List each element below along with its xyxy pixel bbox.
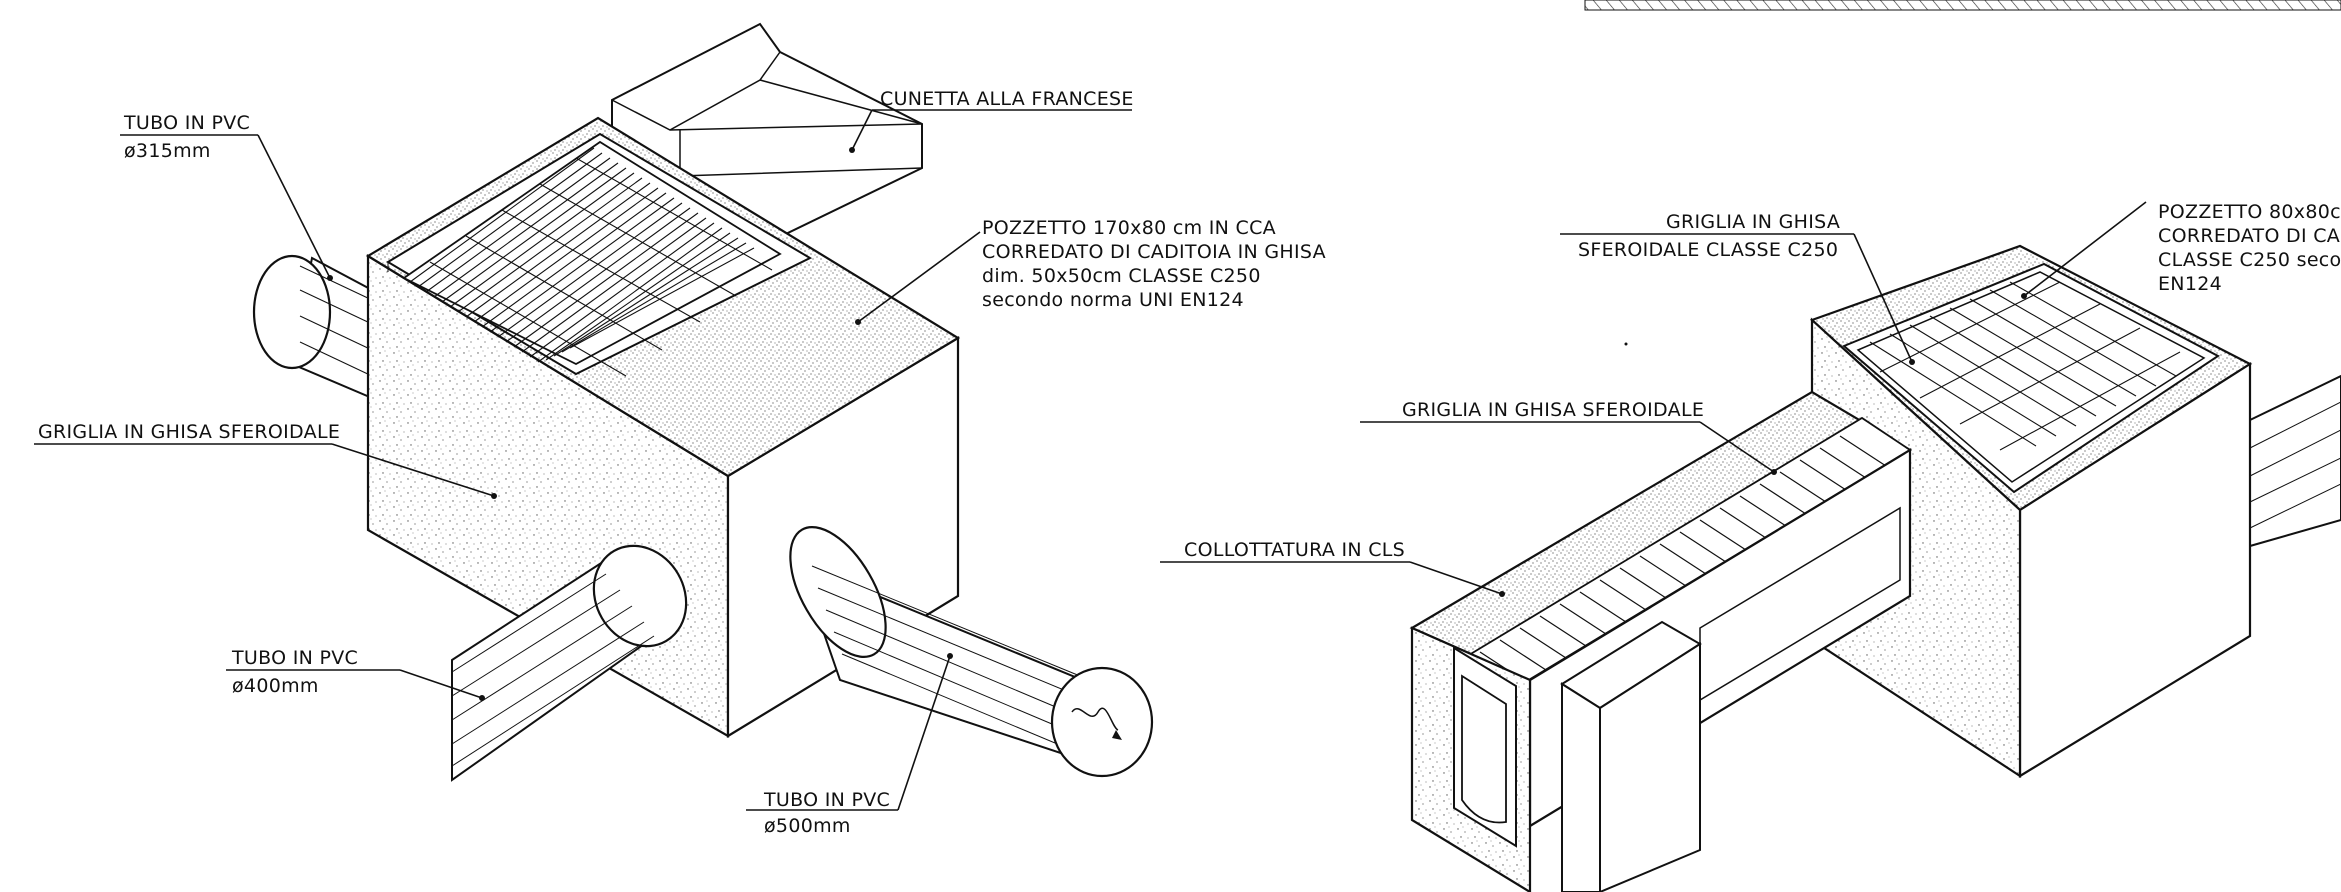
label-griglia-right: GRIGLIA IN GHISA SFEROIDALE bbox=[1360, 399, 1777, 475]
tubo-400-line2: ø400mm bbox=[232, 675, 319, 697]
griglia-right-label: GRIGLIA IN GHISA SFEROIDALE bbox=[1402, 399, 1704, 421]
collottatura-label: COLLOTTATURA IN CLS bbox=[1184, 539, 1405, 561]
label-tubo-400: TUBO IN PVC ø400mm bbox=[226, 647, 485, 701]
channel-and-pozzetto bbox=[1409, 244, 2341, 892]
label-tubo-500: TUBO IN PVC ø500mm bbox=[746, 653, 953, 837]
label-collottatura: COLLOTTATURA IN CLS bbox=[1160, 539, 1505, 597]
tubo-315-line1: TUBO IN PVC bbox=[123, 112, 250, 134]
label-griglia-classe: GRIGLIA IN GHISA SFEROIDALE CLASSE C250 bbox=[1560, 211, 1915, 365]
tubo-500-line2: ø500mm bbox=[764, 815, 851, 837]
pozzetto-170-line4: secondo norma UNI EN124 bbox=[982, 289, 1244, 311]
pozzetto-170-line1: POZZETTO 170x80 cm IN CCA bbox=[982, 217, 1276, 239]
tubo-500-line1: TUBO IN PVC bbox=[763, 789, 890, 811]
griglia-classe-line2: SFEROIDALE CLASSE C250 bbox=[1578, 239, 1838, 261]
label-griglia-left: GRIGLIA IN GHISA SFEROIDALE bbox=[34, 421, 497, 499]
cunetta-label: CUNETTA ALLA FRANCESE bbox=[880, 88, 1134, 110]
pozzetto-80-line2: CORREDATO DI CAD bbox=[2158, 225, 2341, 247]
pozzetto-170-line3: dim. 50x50cm CLASSE C250 bbox=[982, 265, 1261, 287]
griglia-classe-line1: GRIGLIA IN GHISA bbox=[1666, 211, 1840, 233]
tubo-400-line1: TUBO IN PVC bbox=[231, 647, 358, 669]
pozzetto-80-line1: POZZETTO 80x80cm bbox=[2158, 201, 2341, 223]
border-hatch bbox=[1584, 0, 2341, 11]
griglia-left-label: GRIGLIA IN GHISA SFEROIDALE bbox=[38, 421, 340, 443]
pozzetto-80-line3: CLASSE C250 seco bbox=[2158, 249, 2341, 271]
tubo-315-line2: ø315mm bbox=[124, 140, 211, 162]
pipe-315 bbox=[252, 254, 373, 400]
label-cunetta: CUNETTA ALLA FRANCESE bbox=[849, 88, 1134, 153]
label-pozzetto-170: POZZETTO 170x80 cm IN CCA CORREDATO DI C… bbox=[855, 217, 1326, 325]
label-pozzetto-80: POZZETTO 80x80cm CORREDATO DI CAD CLASSE… bbox=[2021, 201, 2341, 299]
label-tubo-315: TUBO IN PVC ø315mm bbox=[120, 112, 333, 281]
pipe-400 bbox=[451, 544, 688, 782]
pozzetto-170-line2: CORREDATO DI CADITOIA IN GHISA bbox=[982, 241, 1326, 263]
pozzetto-80-line4: EN124 bbox=[2158, 273, 2222, 295]
stray-point bbox=[1624, 342, 1628, 346]
pipe-500 bbox=[789, 526, 1154, 778]
